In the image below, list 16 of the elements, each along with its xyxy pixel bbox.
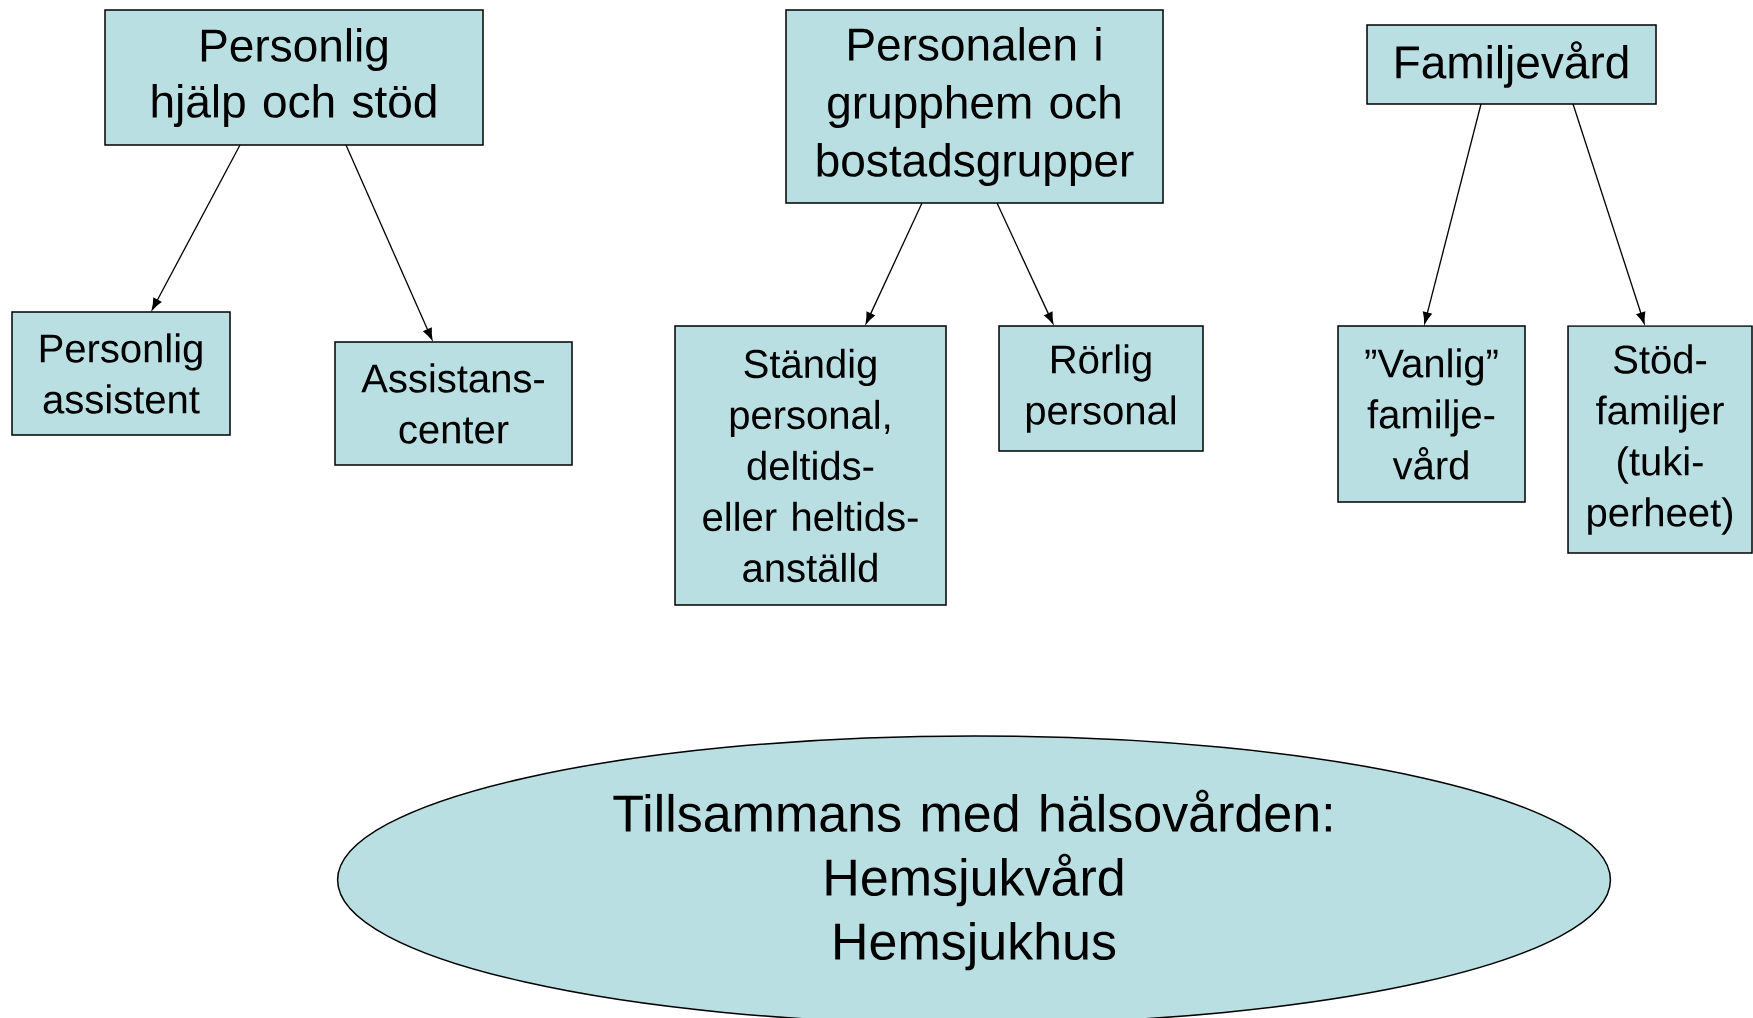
text-box: Assistans- center xyxy=(334,341,573,466)
text-box: Ständig personal, deltids- eller heltids- anställd xyxy=(674,325,947,606)
arrow xyxy=(1572,103,1646,324)
ellipse-node: Tillsammans med hälsovården: Hemsjukvård Hemsjukhus xyxy=(336,735,1612,1018)
arrow xyxy=(151,144,241,311)
text-box: Stöd- familjer (tuki- perheet) xyxy=(1567,325,1753,554)
text-box: Familjevård xyxy=(1366,24,1657,105)
arrow xyxy=(1422,103,1482,324)
text-box: Personlig hjälp och stöd xyxy=(104,9,484,146)
text-box: ”Vanlig” familje- vård xyxy=(1337,325,1526,503)
arrow xyxy=(345,144,433,341)
arrow xyxy=(865,202,923,325)
arrow xyxy=(996,202,1054,325)
text-box: Rörlig personal xyxy=(998,325,1204,452)
text-box: Personalen i grupphem och bostadsgrupper xyxy=(785,9,1164,204)
text-box: Personlig assistent xyxy=(11,311,231,436)
